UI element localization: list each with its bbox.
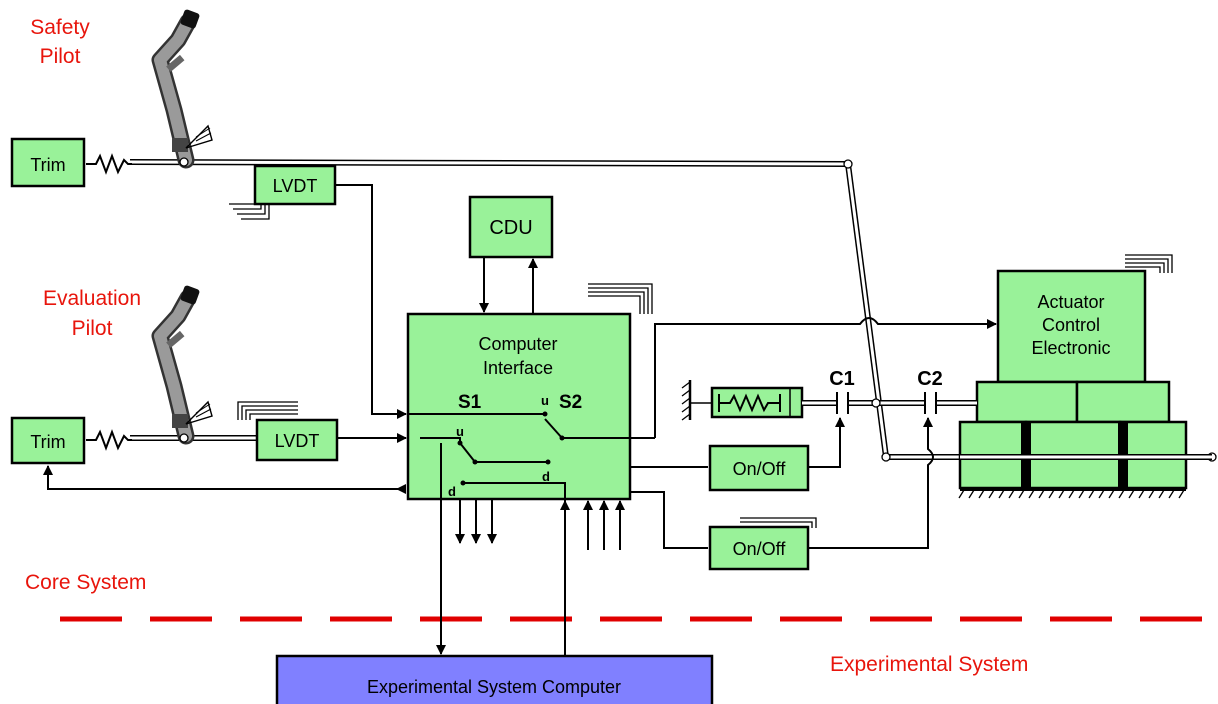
switch-u2-label: u	[541, 393, 549, 408]
switch-u1-label: u	[456, 424, 464, 439]
computer-interface-shadow	[588, 283, 653, 314]
onoff-2-shadow	[740, 517, 817, 528]
cdu-label: CDU	[489, 217, 532, 239]
lvdt-top-box	[253, 164, 337, 206]
evaluation-pilot-stick-icon	[151, 285, 213, 445]
safety-pilot-label-line1: Safety	[30, 16, 90, 39]
switch-d2-label: d	[542, 469, 550, 484]
signal-wires	[43, 184, 997, 655]
evaluation-pilot-label-line2: Pilot	[72, 317, 113, 340]
actuator-shadow	[1125, 254, 1173, 273]
clutch-rod	[802, 392, 977, 414]
clutch-c2-label: C2	[917, 368, 943, 390]
computer-interface-box	[406, 312, 632, 501]
spring-bottom	[86, 429, 132, 451]
actuator-assembly	[958, 380, 1212, 499]
switch-s2-label: S2	[559, 392, 582, 413]
experimental-computer-label: Experimental System Computer	[367, 677, 621, 697]
safety-pilot-label-line2: Pilot	[40, 45, 81, 68]
lvdt-bottom-box	[255, 418, 339, 462]
lvdt-top-label: LVDT	[273, 176, 318, 196]
trim-top-label: Trim	[30, 155, 65, 175]
computer-interface-label-line1: Computer	[478, 334, 557, 354]
actuator-control-box	[996, 269, 1147, 384]
lvdt-bottom-shadow	[237, 401, 298, 420]
actuator-label-line1: Actuator	[1037, 292, 1104, 312]
switch-s1-label: S1	[458, 392, 482, 413]
trim-bottom-box	[10, 416, 86, 465]
onoff-1-box	[708, 444, 810, 492]
switch-d1-label: d	[448, 484, 456, 499]
trim-bottom-label: Trim	[30, 432, 65, 452]
onoff-2-box	[708, 525, 810, 571]
onoff-1-label: On/Off	[733, 459, 787, 479]
experimental-system-label: Experimental System	[830, 653, 1028, 676]
cdu-box	[468, 195, 554, 259]
onoff-2-label: On/Off	[733, 539, 787, 559]
clutch-c1-label: C1	[829, 368, 855, 390]
actuator-label-line3: Electronic	[1031, 338, 1110, 358]
evaluation-pilot-label-line1: Evaluation	[43, 287, 141, 310]
core-system-label: Core System	[25, 571, 146, 594]
safety-pilot-stick-icon	[151, 9, 213, 169]
experimental-computer-box	[275, 654, 714, 704]
actuator-label-line2: Control	[1042, 315, 1100, 335]
spring-top	[86, 153, 132, 175]
trim-top-box	[10, 137, 86, 188]
damper-spring-unit	[681, 380, 804, 421]
computer-interface-label-line2: Interface	[483, 358, 553, 378]
lvdt-bottom-label: LVDT	[275, 431, 320, 451]
